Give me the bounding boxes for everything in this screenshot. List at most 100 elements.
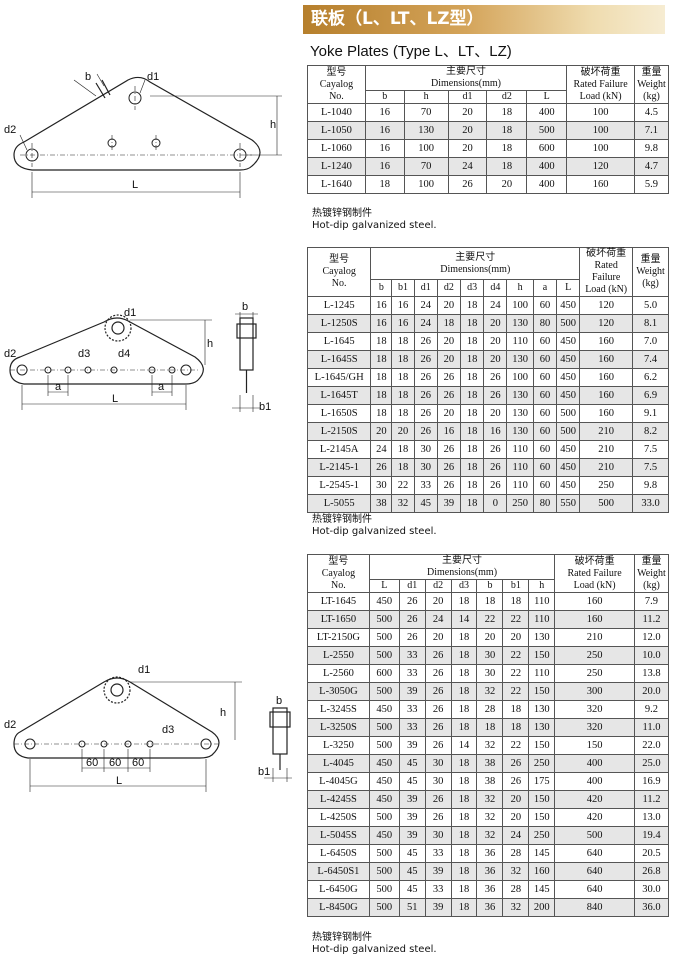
value-cell: 32 xyxy=(476,826,504,845)
value-cell: 12.0 xyxy=(633,628,670,647)
value-cell: 26 xyxy=(436,368,462,387)
value-cell: 39 xyxy=(424,862,452,881)
value-cell: 26 xyxy=(413,350,438,369)
value-cell: 30.0 xyxy=(633,880,670,899)
value-cell: 26 xyxy=(447,175,488,194)
dim-column-header: d2 xyxy=(436,279,462,297)
value-cell: 30 xyxy=(476,664,504,683)
value-cell: 20 xyxy=(370,422,393,441)
value-cell: 420 xyxy=(554,808,635,827)
value-cell: 250 xyxy=(506,494,534,513)
value-cell: 26 xyxy=(436,458,462,477)
value-cell: 18 xyxy=(450,700,478,719)
value-cell: 110 xyxy=(506,440,534,459)
value-cell: 9.8 xyxy=(632,476,669,495)
value-cell: 26 xyxy=(413,332,438,351)
value-cell: 18 xyxy=(391,440,415,459)
value-cell: 100 xyxy=(566,139,635,158)
value-cell: 0 xyxy=(483,494,508,513)
value-cell: 45 xyxy=(398,844,426,863)
dim-column-header: h xyxy=(506,279,534,297)
value-cell: 22 xyxy=(502,664,530,683)
value-cell: 24 xyxy=(447,157,488,176)
value-cell: 36 xyxy=(476,880,504,899)
value-cell: 45 xyxy=(398,862,426,881)
dim-column-header: b xyxy=(364,90,405,104)
value-cell: 210 xyxy=(554,628,635,647)
value-cell: 450 xyxy=(556,476,581,495)
value-cell: 5.9 xyxy=(633,175,670,194)
value-cell: 18 xyxy=(370,350,393,369)
value-cell: 500 xyxy=(368,844,400,863)
value-cell: 210 xyxy=(579,458,634,477)
value-cell: 160 xyxy=(579,404,634,423)
dim-column-header: d3 xyxy=(450,579,478,593)
value-cell: 32 xyxy=(476,682,504,701)
value-cell: 110 xyxy=(528,610,556,629)
model-cell: L-1645S xyxy=(306,350,372,369)
value-cell: 30 xyxy=(413,440,438,459)
value-cell: 450 xyxy=(368,772,400,791)
value-cell: 36 xyxy=(476,898,504,917)
section-title-banner: 联板（L、LT、LZ型） xyxy=(303,5,665,34)
dim-label-b1: b1 xyxy=(258,766,270,778)
model-cell: L-1240 xyxy=(307,157,366,176)
value-cell: 24 xyxy=(413,314,438,333)
value-cell: 45 xyxy=(398,880,426,899)
value-cell: 160 xyxy=(566,175,635,194)
value-cell: 26 xyxy=(436,476,462,495)
value-cell: 130 xyxy=(506,386,534,405)
value-cell: 160 xyxy=(528,862,556,881)
value-cell: 150 xyxy=(528,682,556,701)
model-cell: L-2550 xyxy=(307,646,370,665)
model-cell: L-6450S1 xyxy=(307,862,370,881)
value-cell: 20 xyxy=(436,332,462,351)
value-cell: 420 xyxy=(554,790,635,809)
value-cell: 30 xyxy=(424,826,452,845)
value-cell: 130 xyxy=(528,718,556,737)
model-cell: L-6450S xyxy=(307,844,370,863)
value-cell: 100 xyxy=(506,296,534,315)
dim-column-header: d4 xyxy=(483,279,508,297)
value-cell: 18 xyxy=(450,880,478,899)
value-cell: 80 xyxy=(532,314,558,333)
value-cell: 500 xyxy=(368,682,400,701)
value-cell: 160 xyxy=(579,368,634,387)
value-cell: 500 xyxy=(556,314,581,333)
model-cell: L-1050 xyxy=(307,121,366,140)
value-cell: 60 xyxy=(532,386,558,405)
value-cell: 500 xyxy=(368,628,400,647)
value-cell: 100 xyxy=(566,121,635,140)
value-cell: 20 xyxy=(436,404,462,423)
value-cell: 22 xyxy=(476,610,504,629)
value-cell: 500 xyxy=(368,718,400,737)
model-cell: L-3250S xyxy=(307,718,370,737)
value-cell: 160 xyxy=(554,592,635,611)
value-cell: 16 xyxy=(364,139,405,158)
value-cell: 18 xyxy=(391,350,415,369)
value-cell: 20 xyxy=(483,314,508,333)
model-cell: L-2545-1 xyxy=(306,476,372,495)
value-cell: 22 xyxy=(502,736,530,755)
dim-column-header: d1 xyxy=(413,279,438,297)
value-cell: 36 xyxy=(476,844,504,863)
model-cell: L-3250 xyxy=(307,736,370,755)
value-cell: 60 xyxy=(532,404,558,423)
value-cell: 38 xyxy=(476,754,504,773)
value-cell: 39 xyxy=(398,682,426,701)
dim-column-header: d2 xyxy=(486,90,528,104)
value-cell: 7.4 xyxy=(632,350,669,369)
value-cell: 11.0 xyxy=(633,718,670,737)
